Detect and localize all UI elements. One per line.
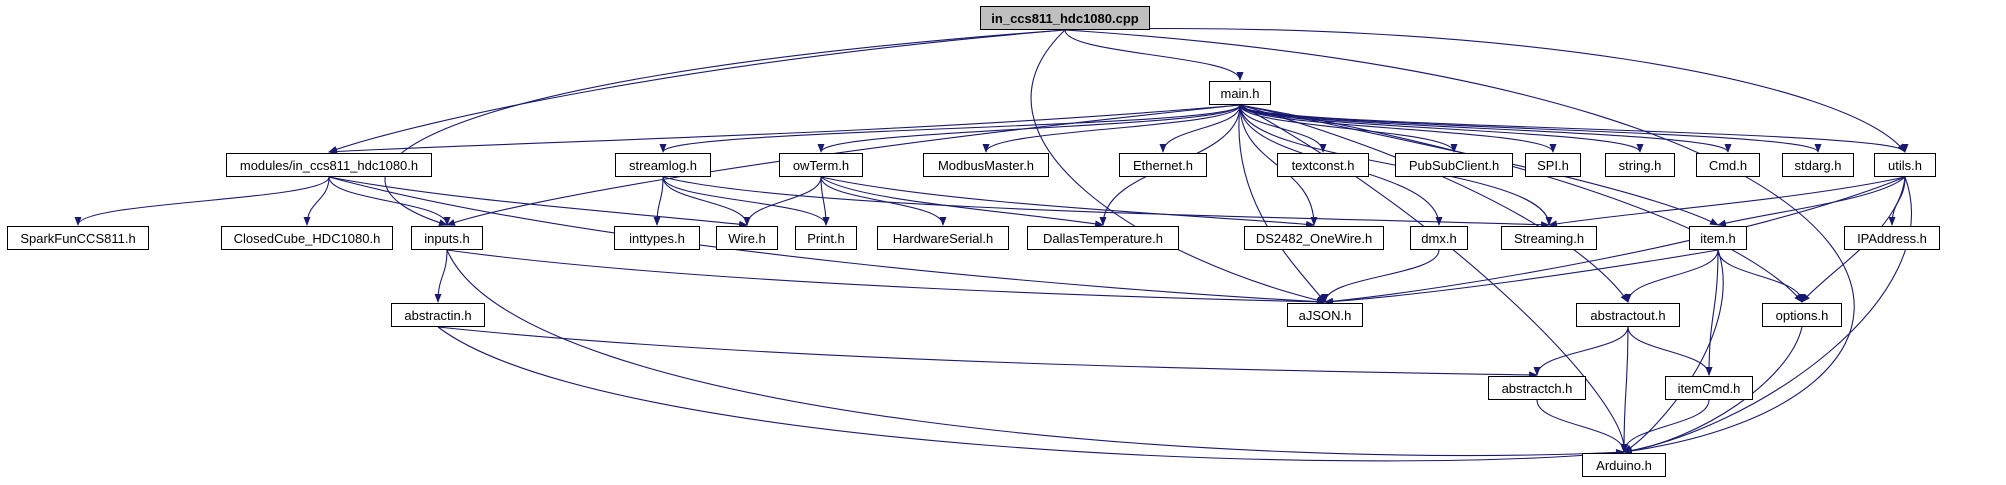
edge-main-textconst xyxy=(1239,104,1327,153)
edge-cpp-main xyxy=(1064,29,1244,81)
edge-utils-item xyxy=(1717,176,1906,227)
graph-node-DallasTemperature[interactable]: DallasTemperature.h xyxy=(1027,226,1179,250)
edge-itemCmd-Arduino xyxy=(1620,399,1710,453)
edge-owTerm-DallasTemperature xyxy=(820,176,1104,228)
edge-cpp-utils xyxy=(1064,28,1906,153)
edge-streamlog-inttypes xyxy=(653,176,664,226)
graph-node-Streaming[interactable]: Streaming.h xyxy=(1501,226,1597,250)
graph-node-cpp[interactable]: in_ccs811_hdc1080.cpp xyxy=(980,6,1150,30)
edge-modules-inputs xyxy=(328,176,451,226)
edge-owTerm-Wire xyxy=(743,176,822,226)
graph-node-main[interactable]: main.h xyxy=(1209,81,1271,105)
edge-inputs-abstractin xyxy=(434,249,448,303)
graph-node-abstractch[interactable]: abstractch.h xyxy=(1488,376,1586,400)
edge-main-Cmd xyxy=(1239,104,1732,153)
edge-abstractout-Arduino xyxy=(1620,326,1629,453)
graph-node-HardwareSerial[interactable]: HardwareSerial.h xyxy=(877,226,1009,250)
edge-main-abstractout xyxy=(1239,104,1629,303)
edge-inputs-Arduino xyxy=(446,249,1625,456)
edge-inputs-aJSON xyxy=(446,249,1326,306)
graph-node-stdarg[interactable]: stdarg.h xyxy=(1782,153,1854,177)
edge-utils-Streaming xyxy=(1548,176,1906,228)
graph-node-abstractin[interactable]: abstractin.h xyxy=(391,303,485,327)
edge-cpp-inputs xyxy=(384,29,1066,226)
graph-node-abstractout[interactable]: abstractout.h xyxy=(1576,303,1680,327)
edge-abstractout-itemCmd xyxy=(1627,326,1713,376)
graph-node-owTerm[interactable]: owTerm.h xyxy=(779,153,863,177)
graph-node-inputs[interactable]: inputs.h xyxy=(411,226,483,250)
edge-dmx-aJSON xyxy=(1321,249,1440,303)
edge-main-aJSON xyxy=(1238,104,1326,303)
edge-utils-IPAddress xyxy=(1888,176,1906,226)
graph-node-Ethernet[interactable]: Ethernet.h xyxy=(1119,153,1207,177)
graph-node-Wire[interactable]: Wire.h xyxy=(716,226,778,250)
graph-node-SparkFunCCS811[interactable]: SparkFunCCS811.h xyxy=(7,226,149,250)
edge-item-Arduino xyxy=(1623,249,1724,453)
edge-main-streamlog xyxy=(659,104,1241,153)
graph-node-options[interactable]: options.h xyxy=(1762,303,1842,327)
edge-owTerm-Print xyxy=(820,176,830,226)
edge-modules-Wire xyxy=(328,176,748,228)
graph-node-utils[interactable]: utils.h xyxy=(1874,153,1936,177)
edge-streamlog-Streaming xyxy=(662,176,1550,229)
edge-abstractch-Arduino xyxy=(1536,399,1628,453)
edge-item-aJSON xyxy=(1324,249,1719,305)
edge-main-PubSubClient xyxy=(1239,104,1458,153)
edge-main-stdarg xyxy=(1239,104,1822,153)
edge-main-owTerm xyxy=(817,104,1241,153)
edge-main-ModbusMaster xyxy=(982,104,1241,153)
graph-node-aJSON[interactable]: aJSON.h xyxy=(1287,303,1363,327)
edge-main-options xyxy=(1239,104,1803,303)
edge-streamlog-Print xyxy=(662,176,830,226)
edge-main-SPI xyxy=(1239,104,1557,153)
graph-node-ClosedCube[interactable]: ClosedCube_HDC1080.h xyxy=(221,226,393,250)
graph-node-DS2482[interactable]: DS2482_OneWire.h xyxy=(1244,226,1384,250)
graph-node-PubSubClient[interactable]: PubSubClient.h xyxy=(1395,153,1513,177)
graph-node-streamlog[interactable]: streamlog.h xyxy=(615,153,711,177)
graph-node-inttypes[interactable]: inttypes.h xyxy=(614,226,700,250)
graph-node-item[interactable]: item.h xyxy=(1689,226,1747,250)
edge-main-utils xyxy=(1239,104,1909,153)
graph-node-modules[interactable]: modules/in_ccs811_hdc1080.h xyxy=(226,153,432,177)
graph-node-dmx[interactable]: dmx.h xyxy=(1410,226,1468,250)
edge-item-options xyxy=(1717,249,1806,303)
edge-main-string xyxy=(1239,104,1644,153)
graph-node-itemCmd[interactable]: itemCmd.h xyxy=(1665,376,1753,400)
edge-item-abstractout xyxy=(1624,249,1719,303)
edge-abstractin-Arduino xyxy=(437,326,1625,462)
edge-abstractout-abstractch xyxy=(1533,326,1629,376)
edge-owTerm-HardwareSerial xyxy=(820,176,947,226)
graph-node-textconst[interactable]: textconst.h xyxy=(1277,153,1369,177)
edge-modules-ClosedCube xyxy=(303,176,330,226)
graph-node-ModbusMaster[interactable]: ModbusMaster.h xyxy=(923,153,1049,177)
edge-streamlog-Wire xyxy=(662,176,751,226)
graph-node-string[interactable]: string.h xyxy=(1605,153,1675,177)
graph-node-Print[interactable]: Print.h xyxy=(795,226,857,250)
edge-main-modules xyxy=(328,104,1241,156)
graph-node-Cmd[interactable]: Cmd.h xyxy=(1696,153,1760,177)
edge-abstractin-abstractch xyxy=(437,326,1538,379)
graph-node-Arduino[interactable]: Arduino.h xyxy=(1582,453,1666,477)
edge-owTerm-DS2482 xyxy=(820,176,1315,228)
edge-item-itemCmd xyxy=(1705,249,1719,376)
graph-node-SPI[interactable]: SPI.h xyxy=(1525,153,1581,177)
graph-node-IPAddress[interactable]: IPAddress.h xyxy=(1844,226,1940,250)
edge-modules-SparkFunCCS811 xyxy=(74,176,330,226)
edge-cpp-modules xyxy=(328,29,1066,153)
edge-main-Ethernet xyxy=(1159,104,1241,153)
